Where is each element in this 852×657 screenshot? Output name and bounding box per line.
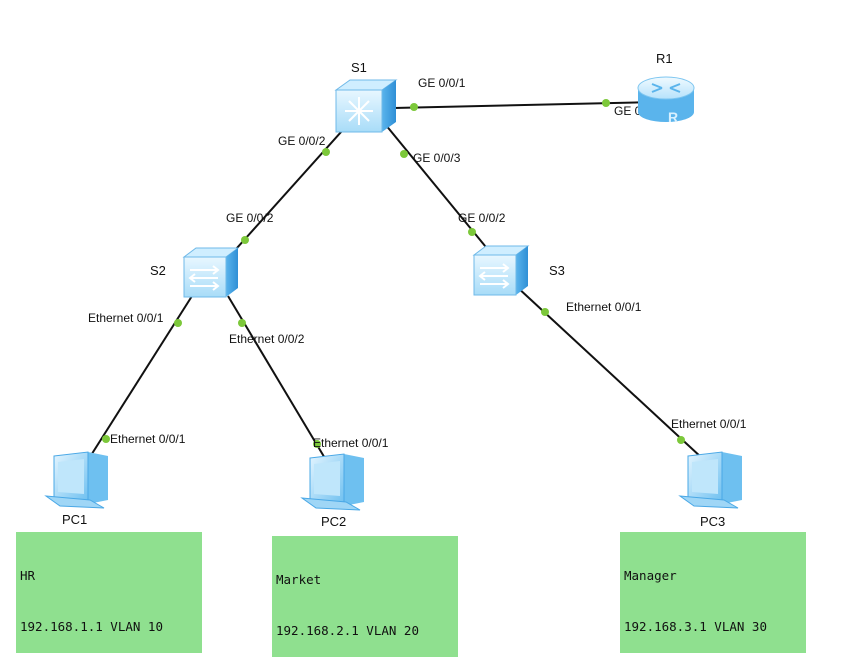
- port-label-s2-eth001: Ethernet 0/0/1: [88, 311, 164, 325]
- device-label-s1: S1: [351, 60, 367, 75]
- port-dot: [468, 228, 476, 236]
- device-pc2[interactable]: PC2: [300, 453, 364, 529]
- port-dot: [322, 148, 330, 156]
- port-label-pc3-eth001: Ethernet 0/0/1: [671, 417, 747, 431]
- note-pc1-title: HR: [20, 568, 36, 583]
- pc-icon: [300, 453, 364, 511]
- device-label-s3: S3: [549, 263, 565, 278]
- port-dot: [541, 308, 549, 316]
- port-dot: [410, 103, 418, 111]
- l3-switch-icon: [334, 79, 398, 133]
- note-pc3: Manager 192.168.3.1 VLAN 30: [620, 532, 806, 653]
- device-label-s2: S2: [150, 263, 166, 278]
- port-dot: [102, 435, 110, 443]
- device-label-pc3: PC3: [700, 514, 725, 529]
- device-label-pc1: PC1: [62, 512, 87, 527]
- device-label-r1: R1: [656, 51, 673, 66]
- router-icon: R: [637, 76, 695, 125]
- port-label-s1-ge002: GE 0/0/2: [278, 134, 326, 148]
- port-label-s3-ge002: GE 0/0/2: [458, 211, 506, 225]
- device-s1[interactable]: S1: [334, 60, 398, 133]
- port-dot: [400, 150, 408, 158]
- pc-icon: [44, 451, 108, 509]
- pc-icon: [678, 451, 742, 509]
- port-label-s1-ge003: GE 0/0/3: [413, 151, 461, 165]
- port-label-s2-ge002: GE 0/0/2: [226, 211, 274, 225]
- svg-text:R: R: [668, 109, 678, 125]
- port-dot: [174, 319, 182, 327]
- port-dots: [102, 99, 685, 448]
- port-label-s2-eth002: Ethernet 0/0/2: [229, 332, 305, 346]
- device-s2[interactable]: S2: [150, 247, 240, 298]
- port-dot: [241, 236, 249, 244]
- port-label-s1-ge001: GE 0/0/1: [418, 76, 466, 90]
- note-pc1-detail: 192.168.1.1 VLAN 10: [20, 619, 163, 634]
- device-pc1[interactable]: PC1: [44, 451, 108, 527]
- switch-icon: [182, 247, 240, 298]
- switch-icon: [472, 245, 530, 296]
- device-pc3[interactable]: PC3: [678, 451, 742, 529]
- note-pc2-title: Market: [276, 572, 322, 587]
- note-pc2: Market 192.168.2.1 VLAN 20: [272, 536, 458, 657]
- link-s1-r1[interactable]: [393, 101, 657, 109]
- note-pc1: HR 192.168.1.1 VLAN 10: [16, 532, 202, 653]
- port-labels: GE 0/0/1 GE 0/0/1 GE 0/0/2 GE 0/0/2 GE 0…: [88, 76, 747, 450]
- device-label-pc2: PC2: [321, 514, 346, 529]
- port-dot: [677, 436, 685, 444]
- link-s1-s2[interactable]: [227, 121, 351, 259]
- device-s3[interactable]: S3: [472, 245, 565, 296]
- port-label-pc2-eth001: Ethernet 0/0/1: [313, 436, 389, 450]
- port-dot: [313, 440, 321, 448]
- port-dot: [238, 319, 246, 327]
- note-pc3-detail: 192.168.3.1 VLAN 30: [624, 619, 767, 634]
- port-dot: [602, 99, 610, 107]
- device-r1[interactable]: R R1: [637, 51, 695, 125]
- note-pc3-title: Manager: [624, 568, 677, 583]
- port-label-s3-eth001: Ethernet 0/0/1: [566, 300, 642, 314]
- links: [87, 101, 703, 461]
- note-pc2-detail: 192.168.2.1 VLAN 20: [276, 623, 419, 638]
- port-label-pc1-eth001: Ethernet 0/0/1: [110, 432, 186, 446]
